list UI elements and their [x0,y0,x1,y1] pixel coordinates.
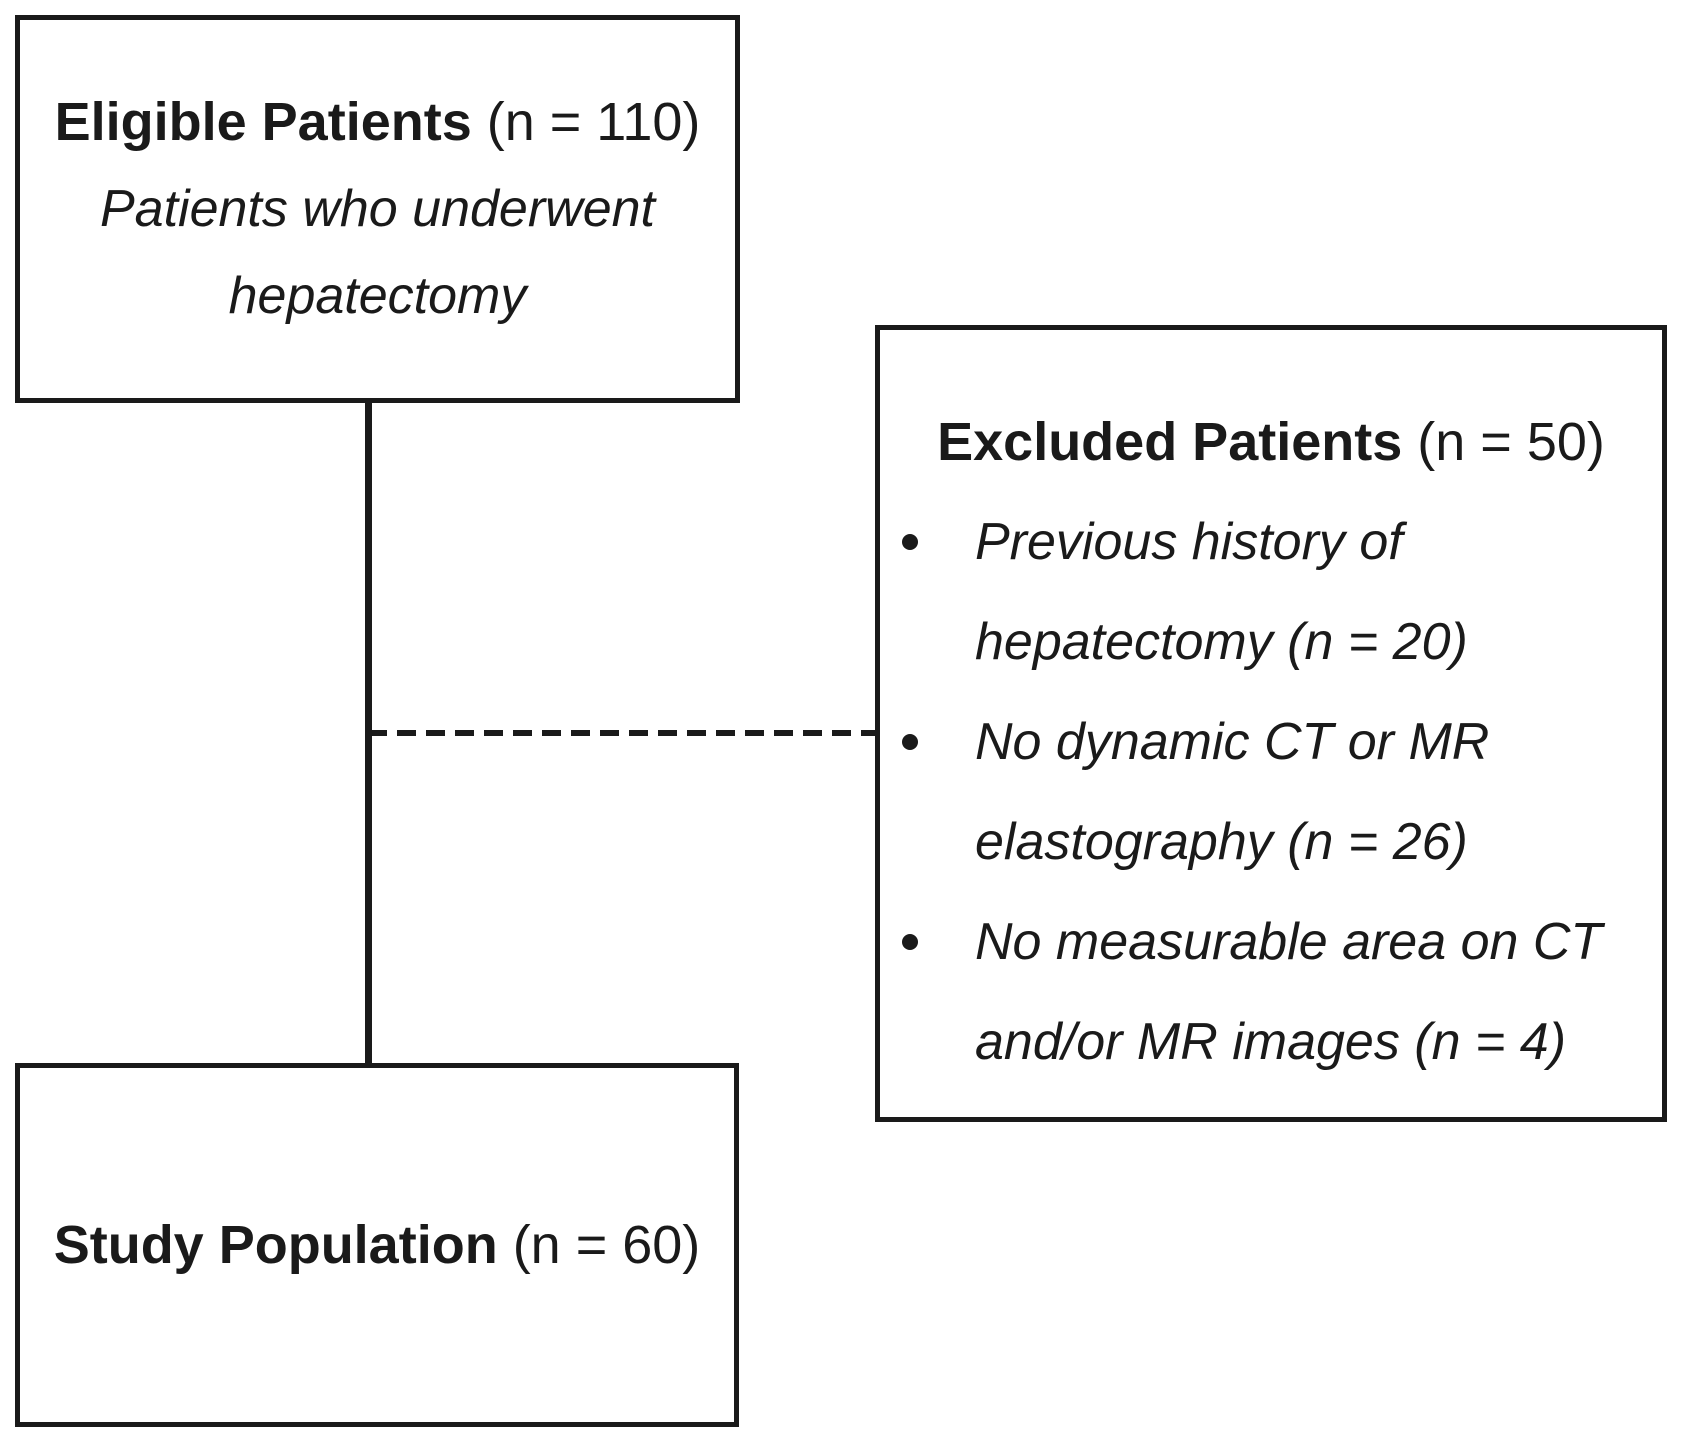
eligible-patients-title: Eligible Patients (n = 110) [20,79,735,166]
eligible-patients-title-count: (n = 110) [471,91,701,152]
excluded-patients-box: Excluded Patients (n = 50) Previous hist… [875,325,1667,1122]
eligible-patients-subtitle-line2: hepatectomy [228,266,527,325]
bullet-icon [902,734,918,750]
exclusion-reason-text: No measurable area on CT and/or MR image… [975,913,1603,1071]
study-population-box: Study Population (n = 60) [15,1063,739,1427]
exclusion-reason-text: Previous history of hepatectomy (n = 20) [975,513,1468,671]
excluded-patients-title-name: Excluded Patients [937,412,1403,472]
study-population-title-name: Study Population [53,1214,498,1275]
exclusion-reason-item: Previous history of hepatectomy (n = 20) [880,492,1662,692]
connector-dashed-line [368,730,875,736]
exclusion-reason-item: No dynamic CT or MR elastography (n = 26… [880,692,1662,892]
eligible-patients-title-name: Eligible Patients [54,91,472,152]
excluded-patients-title-count: (n = 50) [1402,412,1605,472]
eligible-patients-subtitle-line1: Patients who underwent [99,179,655,238]
exclusion-reasons-list: Previous history of hepatectomy (n = 20)… [880,492,1662,1092]
exclusion-reason-item: No measurable area on CT and/or MR image… [880,892,1662,1092]
excluded-patients-title: Excluded Patients (n = 50) [880,392,1662,492]
bullet-icon [902,934,918,950]
eligible-patients-box: Eligible Patients (n = 110) Patients who… [15,15,740,403]
study-population-title-count: (n = 60) [497,1214,701,1275]
study-population-title: Study Population (n = 60) [20,1202,734,1289]
exclusion-reason-text: No dynamic CT or MR elastography (n = 26… [975,713,1490,871]
bullet-icon [902,534,918,550]
